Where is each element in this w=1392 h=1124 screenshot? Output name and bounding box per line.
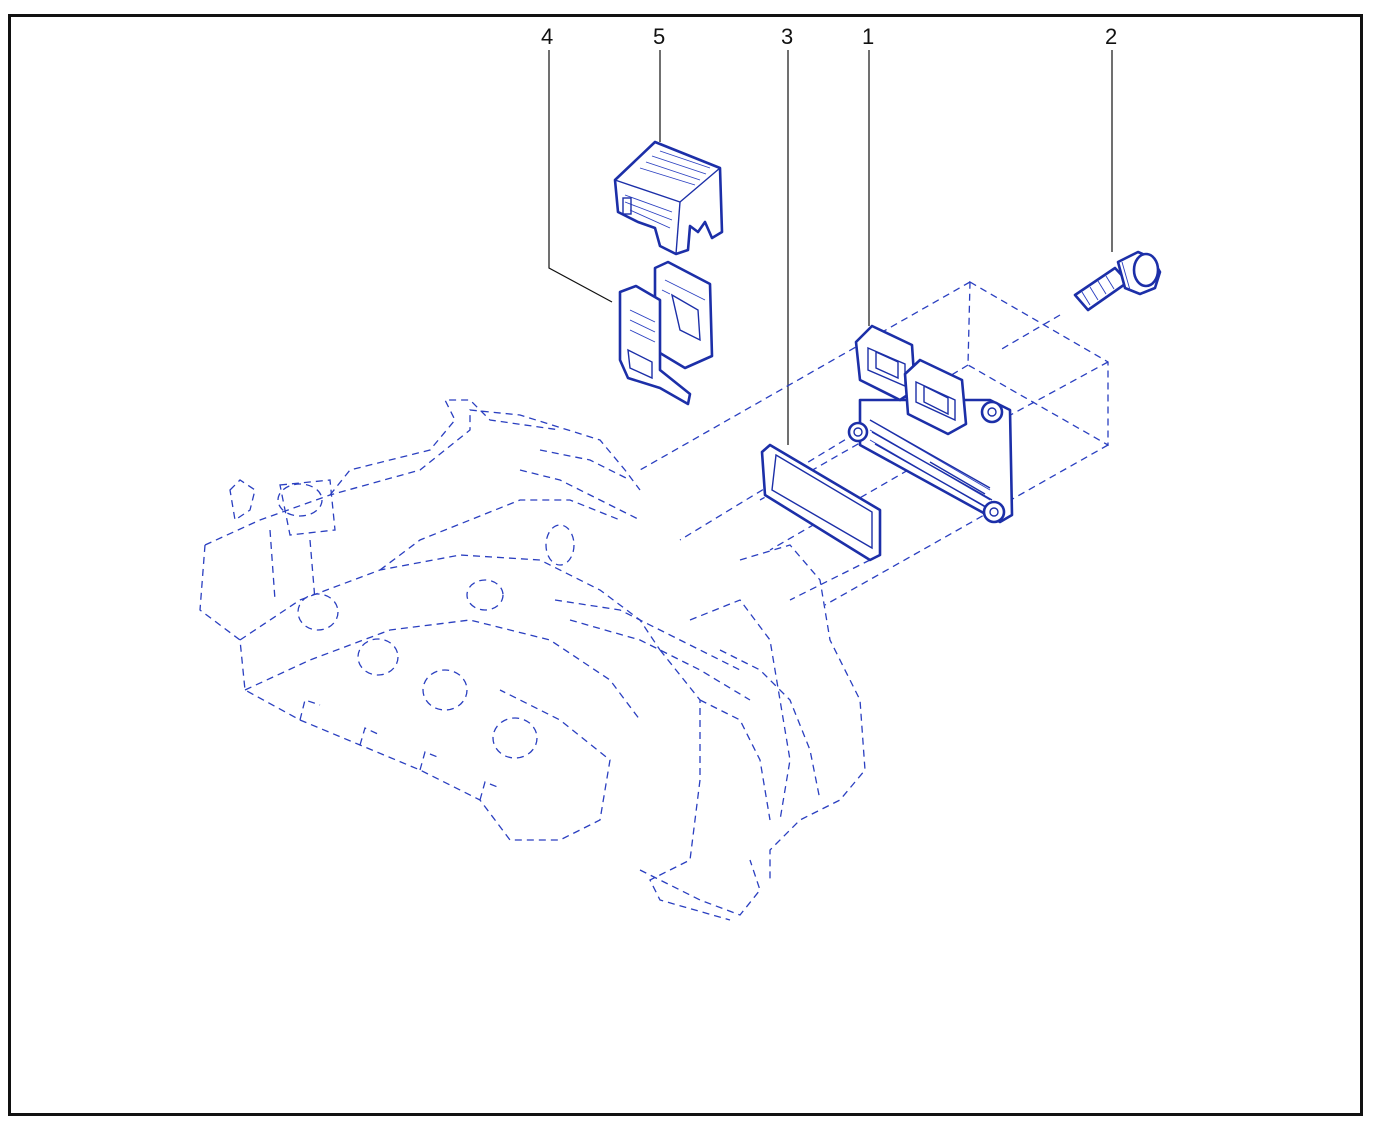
ecu-module-icon [847, 324, 1014, 524]
callout-label-3: 3 [781, 24, 793, 49]
callout-label-2: 2 [1105, 24, 1117, 49]
connector-cover-icon [613, 140, 724, 256]
callout-3: 3 [781, 24, 793, 445]
callout-1: 1 [862, 24, 874, 326]
leader-line-4 [548, 50, 613, 303]
callout-label-1: 1 [862, 24, 874, 49]
callout-label-4: 4 [541, 24, 553, 49]
callout-5: 5 [653, 24, 665, 142]
callout-4: 4 [541, 24, 613, 303]
connector-bracket-icon [618, 260, 714, 406]
screw-icon [1073, 250, 1162, 312]
callout-label-5: 5 [653, 24, 665, 49]
gasket-icon [760, 443, 882, 562]
engine-outline-icon [199, 399, 866, 921]
callout-2: 2 [1105, 24, 1117, 252]
